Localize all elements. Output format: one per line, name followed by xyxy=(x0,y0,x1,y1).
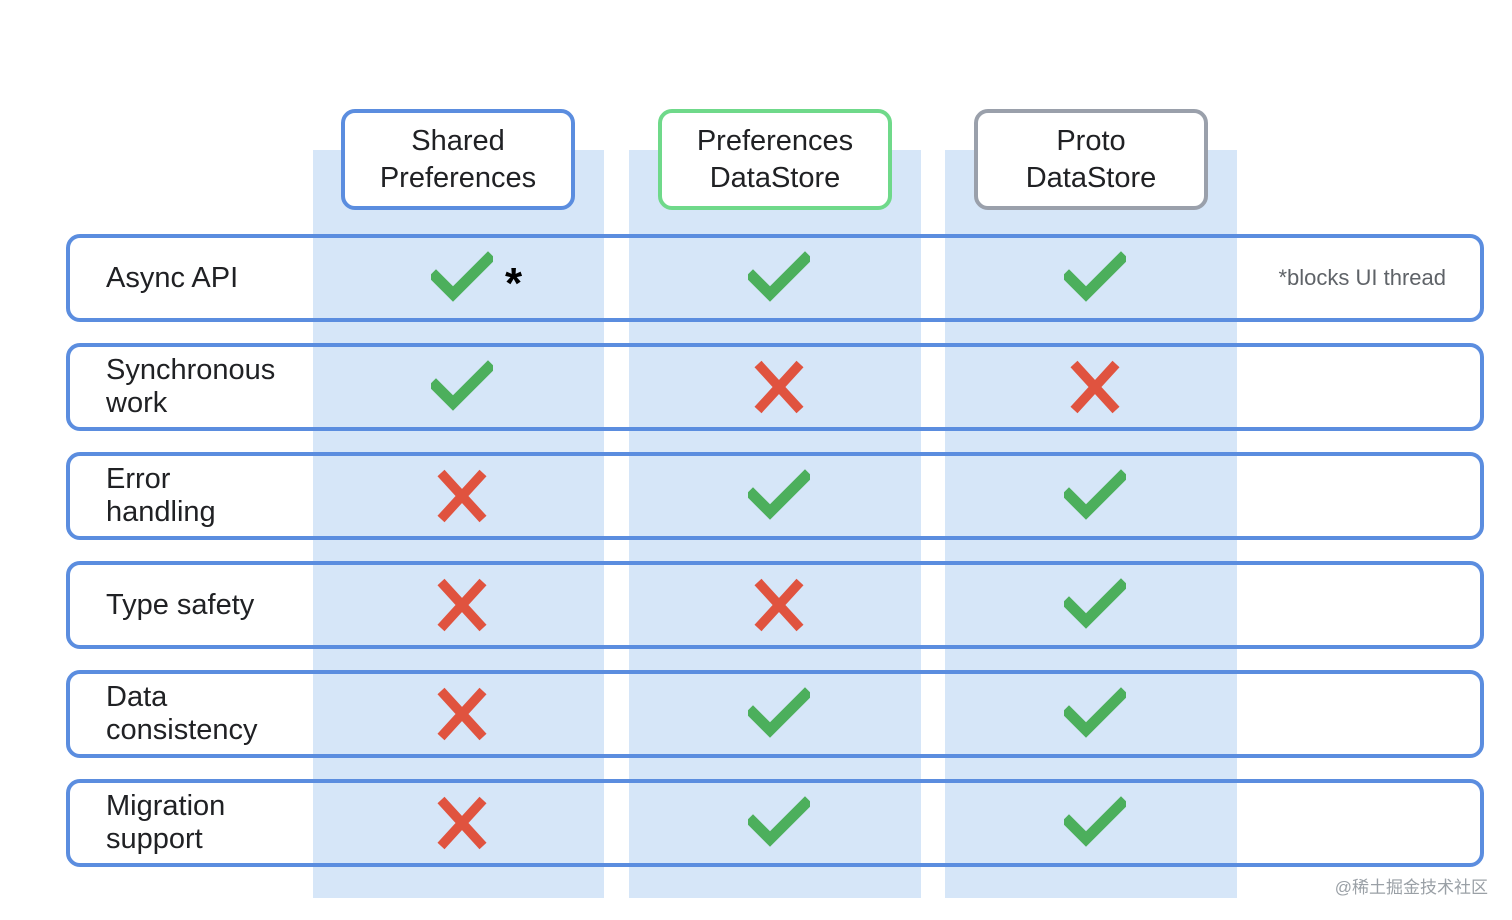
feature-label: Data consistency xyxy=(106,681,258,746)
cross-icon xyxy=(748,577,810,633)
support-cell xyxy=(719,783,839,863)
support-cell xyxy=(1035,456,1155,536)
support-cell xyxy=(1035,674,1155,754)
feature-row: Migration support xyxy=(66,779,1484,867)
check-icon xyxy=(431,359,493,415)
support-cell xyxy=(719,347,839,427)
feature-label: Async API xyxy=(106,261,239,294)
feature-label: Migration support xyxy=(106,790,226,855)
check-icon xyxy=(1064,795,1126,851)
feature-row: Type safety xyxy=(66,561,1484,649)
cross-icon xyxy=(748,359,810,415)
feature-row: Data consistency xyxy=(66,670,1484,758)
watermark: @稀土掘金技术社区 xyxy=(1334,878,1488,897)
check-icon xyxy=(748,468,810,524)
feature-row: Error handling xyxy=(66,452,1484,540)
column-header-proto-datastore: Proto DataStore xyxy=(974,109,1208,210)
support-cell xyxy=(1035,783,1155,863)
column-header-preferences-datastore: Preferences DataStore xyxy=(658,109,892,210)
support-cell xyxy=(719,456,839,536)
feature-label: Type safety xyxy=(106,588,255,621)
cross-icon xyxy=(1064,359,1126,415)
column-band-shared-preferences xyxy=(313,150,604,898)
support-cell xyxy=(719,674,839,754)
support-cell xyxy=(402,674,522,754)
support-cell xyxy=(402,783,522,863)
feature-row: Async API * *blocks UI thread xyxy=(66,234,1484,322)
support-cell xyxy=(719,565,839,645)
cross-icon xyxy=(431,577,493,633)
cross-icon xyxy=(431,686,493,742)
check-icon xyxy=(431,250,493,306)
support-cell xyxy=(402,238,522,318)
feature-label: Synchronous work xyxy=(106,354,276,419)
column-header-shared-preferences: Shared Preferences xyxy=(341,109,575,210)
feature-label: Error handling xyxy=(106,463,216,528)
check-icon xyxy=(748,686,810,742)
support-cell xyxy=(402,456,522,536)
cross-icon xyxy=(431,795,493,851)
footnote-text: *blocks UI thread xyxy=(1278,265,1446,290)
check-icon xyxy=(748,795,810,851)
support-cell xyxy=(1035,238,1155,318)
support-cell xyxy=(1035,565,1155,645)
column-band-proto-datastore xyxy=(945,150,1237,898)
column-band-preferences-datastore xyxy=(629,150,921,898)
support-cell xyxy=(719,238,839,318)
support-cell xyxy=(1035,347,1155,427)
check-icon xyxy=(748,250,810,306)
footnote-asterisk: * xyxy=(505,259,523,308)
check-icon xyxy=(1064,686,1126,742)
support-cell xyxy=(402,565,522,645)
check-icon xyxy=(1064,250,1126,306)
check-icon xyxy=(1064,468,1126,524)
check-icon xyxy=(1064,577,1126,633)
cross-icon xyxy=(431,468,493,524)
support-cell xyxy=(402,347,522,427)
feature-row: Synchronous work xyxy=(66,343,1484,431)
